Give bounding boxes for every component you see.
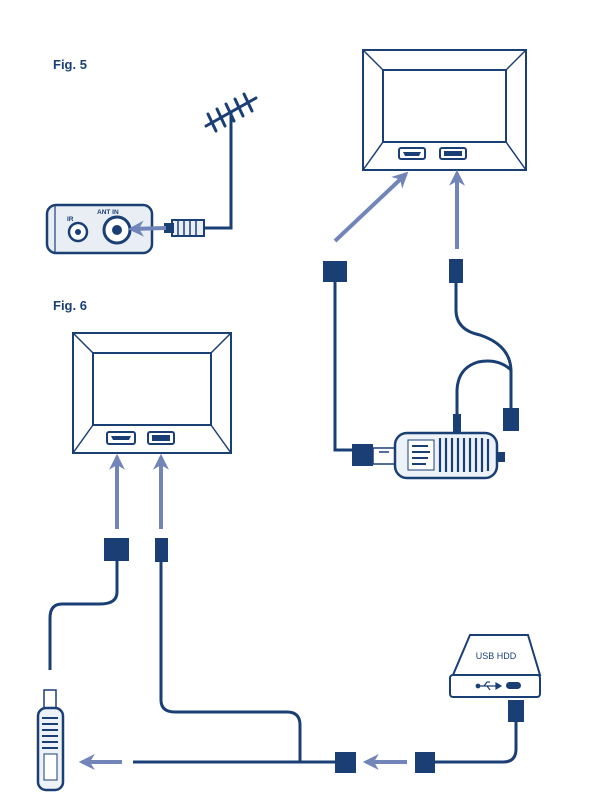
usb-y-cable bbox=[449, 259, 519, 432]
usb-hdd: USB HDD bbox=[450, 635, 540, 697]
coax-plug bbox=[164, 220, 204, 236]
hdmi-cable bbox=[50, 538, 129, 670]
hdmi-cable bbox=[323, 261, 373, 466]
ant-in-label: ANT IN bbox=[97, 209, 119, 216]
hdmi-stick-receiver bbox=[373, 433, 505, 478]
usb-hdd-label: USB HDD bbox=[476, 651, 517, 661]
ir-label: IR bbox=[67, 216, 74, 223]
hdmi-arrow bbox=[335, 174, 406, 241]
usb-cable bbox=[155, 538, 300, 762]
hdmi-stick-receiver-vertical bbox=[38, 690, 63, 790]
antenna-icon bbox=[203, 94, 256, 228]
tv-bottom bbox=[73, 333, 231, 453]
ant-arrow bbox=[131, 228, 166, 229]
tv-top bbox=[363, 50, 526, 170]
